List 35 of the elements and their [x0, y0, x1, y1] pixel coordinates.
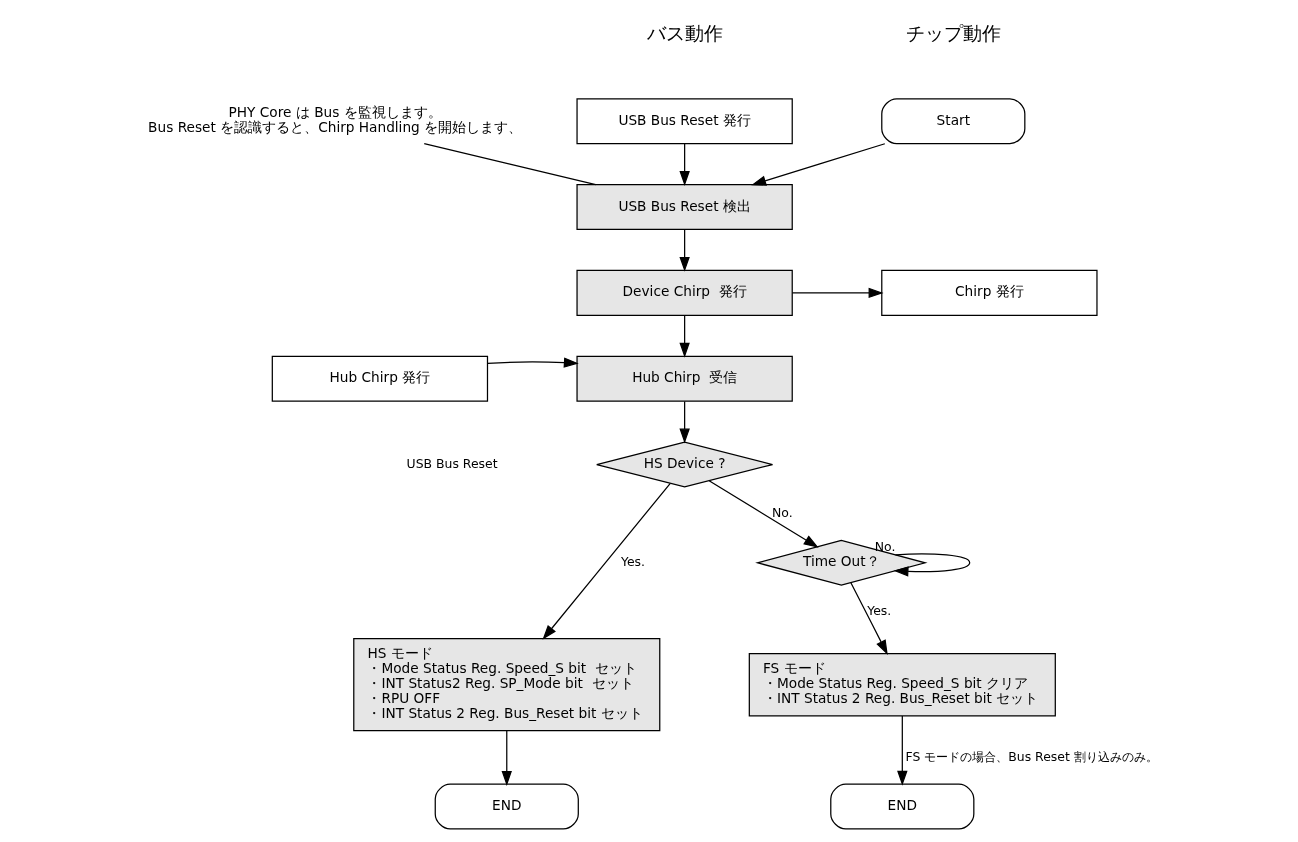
arrow: [678, 314, 690, 358]
node-box: Hub Chirp 発行: [271, 355, 488, 402]
arrow: [896, 715, 908, 786]
edge-label: Yes.: [620, 553, 645, 569]
arrow: [486, 357, 579, 368]
arrow: [849, 582, 888, 655]
arrow: [501, 730, 512, 786]
node-box: USB Bus Reset 発行: [575, 98, 793, 145]
node-box: Hub Chirp 受信: [575, 355, 793, 402]
arrow: [678, 229, 690, 272]
label: バス動作: [646, 22, 723, 44]
node-box: USB Bus Reset 検出: [575, 184, 793, 231]
connector: [423, 143, 596, 186]
arrow: [678, 400, 690, 444]
edge-label: No.: [771, 504, 793, 520]
arrow: [750, 143, 885, 186]
arrow: [791, 287, 883, 299]
arrow: [893, 553, 970, 577]
arrow: [678, 143, 690, 186]
node-box: END: [434, 783, 579, 830]
node-box: FS モード ・Mode Status Reg. Speed_S bit クリア ・INT Status 2 Reg. Bus_Reset bit セット: [748, 653, 1056, 717]
edge-label: Yes.: [866, 603, 891, 619]
label: USB Bus Reset: [406, 455, 498, 471]
node-box: Chirp 発行: [880, 269, 1098, 316]
label: チップ動作: [905, 22, 1001, 44]
node-box: Start: [880, 98, 1025, 145]
arrow: [708, 480, 819, 548]
edge-label: No.: [874, 539, 895, 555]
arrow: [541, 482, 671, 640]
node-box: END: [829, 783, 974, 830]
node-box: Device Chirp 発行: [575, 269, 793, 316]
node-box: HS モード ・Mode Status Reg. Speed_S bit セット ・INT Status2 Reg. SP_Mode bit セット ・RPU OFF ・INT Status 2 Reg. Bus_Reset bit セット: [352, 638, 660, 732]
edge-label: FS モードの場合、Bus Reset 割り込みのみ。: [905, 748, 1158, 764]
node-diamond: HS Device ?: [595, 441, 773, 488]
node-text: PHY Core は Bus を監視します。 Bus Reset を認識すると、Chirp Handling を開始します、: [147, 104, 522, 136]
